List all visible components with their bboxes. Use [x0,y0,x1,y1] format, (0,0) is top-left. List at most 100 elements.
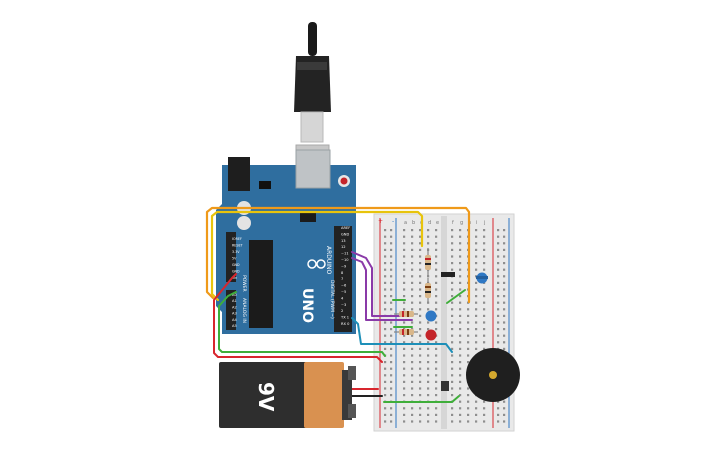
wire-purple-11 [351,251,413,317]
breadboard-hole [384,334,387,337]
breadboard-hole [503,295,506,298]
arduino-uno-board[interactable]: UNO ARDUINO DIGITAL (PWM ~) POWER ANALOG… [216,149,356,334]
led-red [425,329,437,341]
pin-label: 12 [341,245,346,249]
breadboard-hole [497,341,500,344]
breadboard-hole [459,314,462,317]
breadboard-hole [475,242,478,245]
pin-label: 4 [341,296,344,300]
breadboard-hole [467,301,470,304]
breadboard-hole [451,361,454,364]
breadboard-hole [427,413,430,416]
breadboard-hole [503,301,506,304]
breadboard-hole [467,354,470,357]
column-label: a [404,220,407,226]
breadboard-hole [384,268,387,271]
breadboard-hole [435,354,438,357]
breadboard-hole [459,347,462,350]
breadboard-hole [497,400,500,403]
breadboard-hole [497,255,500,258]
breadboard-hole [427,374,430,377]
pin-label: ~3 [341,303,346,307]
breadboard-hole [419,229,422,232]
breadboard-hole [411,334,414,337]
breadboard-hole [435,328,438,331]
breadboard-hole [435,229,438,232]
breadboard-hole [419,295,422,298]
breadboard-hole [390,380,393,383]
breadboard-hole [483,308,486,311]
breadboard-hole [403,334,406,337]
breadboard-hole [483,413,486,416]
breadboard-hole [451,235,454,238]
breadboard-hole [384,387,387,390]
breadboard-hole [419,248,422,251]
breadboard-hole [475,347,478,350]
breadboard-hole [390,367,393,370]
breadboard-hole [384,295,387,298]
breadboard-hole [419,328,422,331]
breadboard-hole [475,301,478,304]
breadboard-hole [384,420,387,423]
breadboard-hole [435,288,438,291]
power-header [226,232,236,282]
breadboard-hole [427,420,430,423]
pin-label: GND [341,232,349,236]
breadboard-hole [403,387,406,390]
breadboard-hole [475,295,478,298]
column-label: i [476,220,477,226]
breadboard-hole [483,334,486,337]
column-label: f [452,220,454,226]
breadboard-hole [427,380,430,383]
breadboard-hole [411,281,414,284]
breadboard-hole [497,275,500,278]
pin-label: A0 [232,293,237,297]
breadboard-hole [435,407,438,410]
breadboard-hole [467,347,470,350]
breadboard-hole [390,248,393,251]
breadboard-hole [459,262,462,265]
breadboard-hole [459,242,462,245]
pin-label: A5 [232,324,237,328]
breadboard-hole [390,361,393,364]
breadboard-hole [419,380,422,383]
breadboard-hole [459,235,462,238]
reset-button[interactable] [340,177,348,185]
breadboard-hole [435,413,438,416]
breadboard-hole [419,242,422,245]
breadboard-hole [427,407,430,410]
usb-port [295,149,331,189]
breadboard-hole [427,387,430,390]
column-label: e [436,220,439,226]
led-blue-1 [476,272,488,284]
breadboard-hole [467,394,470,397]
breadboard-hole [475,334,478,337]
breadboard-hole [384,367,387,370]
breadboard-hole [483,341,486,344]
pin-label: IOREF [232,237,242,241]
pin-label: A3 [232,312,237,316]
pin-label: ~9 [341,264,347,268]
battery-label: 9V [254,382,278,412]
breadboard-hole [467,407,470,410]
wire-green-a0 [218,291,386,357]
board-brand: ARDUINO [325,246,332,275]
breadboard-hole [403,420,406,423]
breadboard-hole [384,374,387,377]
breadboard-hole [451,262,454,265]
breadboard-hole [503,248,506,251]
rail-plus-label: + [378,218,383,225]
breadboard-hole [427,361,430,364]
breadboard-hole [451,374,454,377]
breadboard-hole [390,387,393,390]
breadboard-hole [435,295,438,298]
battery-9v[interactable]: 9V [219,362,356,428]
pin-label: ~5 [341,290,346,294]
breadboard-hole [427,321,430,324]
breadboard-hole [451,387,454,390]
breadboard-hole [390,242,393,245]
breadboard-hole [384,275,387,278]
breadboard-hole [475,248,478,251]
